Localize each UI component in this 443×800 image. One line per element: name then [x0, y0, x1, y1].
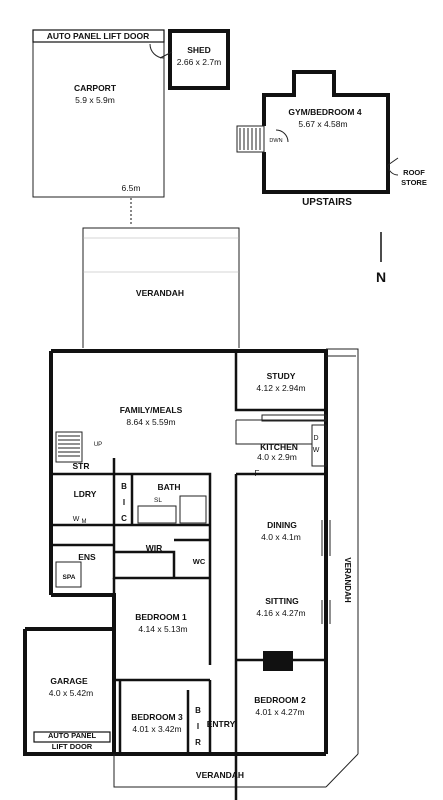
family-dims: 8.64 x 5.59m [126, 417, 175, 427]
spa-label: SPA [63, 574, 76, 581]
bic3-b: B [195, 706, 201, 715]
gym-dims: 5.67 x 4.58m [298, 119, 347, 129]
bic3-i: I [197, 722, 199, 731]
bic1-c: C [121, 514, 127, 523]
auto-panel-label-2: LIFT DOOR [52, 742, 93, 751]
dwn-label: DWN [269, 138, 282, 144]
roof-store-label-2: STORE [401, 178, 427, 187]
skylight-label: SL [154, 497, 162, 504]
bedroom3-dims: 4.01 x 3.42m [132, 724, 181, 734]
gap-label: 6.5m [122, 183, 141, 193]
entry-label: ENTRY [207, 719, 236, 729]
north-label: N [376, 269, 386, 285]
study-dims: 4.12 x 2.94m [256, 383, 305, 393]
dryer-label: M [82, 519, 87, 525]
study-label: STUDY [267, 371, 296, 381]
bedroom2-label: BEDROOM 2 [254, 695, 306, 705]
verandah-side-label: VERANDAH [343, 557, 352, 603]
carport-dims: 5.9 x 5.9m [75, 95, 115, 105]
bath-label: BATH [158, 482, 181, 492]
verandah-top-label: VERANDAH [136, 288, 184, 298]
bedroom1-label: BEDROOM 1 [135, 612, 187, 622]
washer-label: W [73, 516, 80, 523]
dining-dims: 4.0 x 4.1m [261, 532, 301, 542]
auto-panel-label-1: AUTO PANEL [48, 731, 96, 740]
sitting-dims: 4.16 x 4.27m [256, 608, 305, 618]
family-label: FAMILY/MEALS [120, 405, 183, 415]
verandah-side [113, 348, 359, 788]
carport-label: CARPORT [74, 83, 117, 93]
internal-walls [51, 351, 331, 800]
garage-label: GARAGE [50, 676, 88, 686]
roof-store-label-1: ROOF [403, 168, 425, 177]
auto-panel-top-label: AUTO PANEL LIFT DOOR [47, 31, 149, 41]
up-label: UP [94, 442, 102, 448]
carport [32, 29, 165, 198]
str-label: STR [73, 461, 90, 471]
bedroom3-label: BEDROOM 3 [131, 712, 183, 722]
dishwasher-w: W [313, 447, 320, 454]
verandah-bottom-label: VERANDAH [196, 770, 244, 780]
bic3-r: R [195, 738, 201, 747]
bedroom2-dims: 4.01 x 4.27m [255, 707, 304, 717]
fridge-label: F [255, 469, 260, 478]
bic1-b: B [121, 482, 127, 491]
gym-bedroom-4 [236, 70, 399, 194]
shed-dims: 2.66 x 2.7m [177, 57, 221, 67]
wir-label: WIR [146, 543, 163, 553]
bedroom1-dims: 4.14 x 5.13m [138, 624, 187, 634]
shed-label: SHED [187, 45, 211, 55]
kitchen-label: KITCHEN [260, 442, 298, 452]
wc-label: WC [193, 557, 206, 566]
sitting-label: SITTING [265, 596, 299, 606]
dishwasher-d: D [313, 435, 318, 442]
kitchen-dims: 4.0 x 2.9m [257, 452, 297, 462]
ens-label: ENS [78, 552, 96, 562]
dining-label: DINING [267, 520, 297, 530]
upstairs-label: UPSTAIRS [302, 197, 352, 208]
shed [159, 29, 230, 90]
garage-dims: 4.0 x 5.42m [49, 688, 93, 698]
verandah-top [82, 227, 240, 348]
ldry-label: LDRY [74, 489, 97, 499]
gym-label: GYM/BEDROOM 4 [288, 107, 361, 117]
bic1-i: I [123, 498, 125, 507]
